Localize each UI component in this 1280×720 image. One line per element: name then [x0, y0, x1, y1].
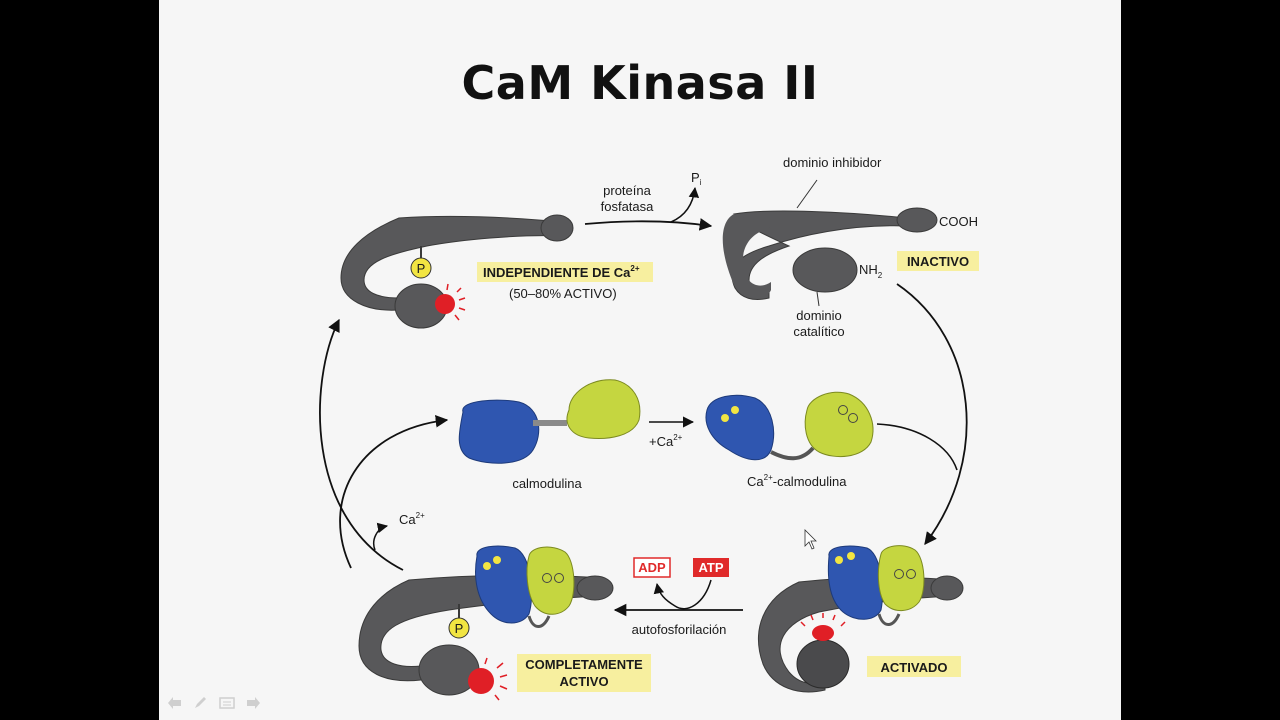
badge-inactivo-bg	[897, 251, 979, 271]
leader-dominio-catalitico	[816, 291, 820, 307]
label-adp: ADP	[638, 560, 666, 575]
slideshow-toolbar	[167, 694, 261, 712]
label-calmodulina: calmodulina	[512, 476, 582, 491]
pen-icon[interactable]	[193, 696, 209, 710]
kinase-independent	[340, 214, 574, 329]
slide: CaM Kinasa II dominio inhibidor COOH NH2…	[159, 0, 1121, 720]
label-pi: Pi	[691, 170, 702, 187]
label-plus-ca: +Ca2+	[649, 433, 683, 449]
label-proteina: proteína	[603, 183, 651, 198]
badge-completamente-bg	[517, 654, 651, 692]
active-site-independent	[435, 283, 466, 321]
arrow-atp-to-adp	[653, 579, 712, 610]
label-atp: ATP	[698, 560, 723, 575]
label-ca-release: Ca2+	[399, 511, 425, 527]
calmodulin-ca-bound	[705, 391, 874, 461]
badge-completamente: COMPLETAMENTE	[525, 657, 643, 672]
adp-box	[633, 557, 671, 578]
label-cooh: COOH	[939, 214, 978, 229]
mouse-cursor-icon	[804, 529, 817, 550]
phosphate-fully-active-label: P	[455, 621, 464, 636]
label-autofosforilacion: autofosforilación	[632, 622, 727, 637]
active-site-fully-active	[468, 657, 508, 701]
badge-activo: ACTIVO	[559, 674, 608, 689]
cam-kinase-diagram: dominio inhibidor COOH NH2 INACTIVO domi…	[319, 155, 979, 701]
arrow-to-independent	[319, 318, 404, 571]
label-dominio-inhibidor: dominio inhibidor	[783, 155, 882, 170]
label-nh2: NH2	[859, 262, 883, 280]
label-ca-calmodulina: Ca2+-calmodulina	[747, 473, 847, 489]
arrow-left-icon[interactable]	[167, 696, 183, 710]
arrow-phosphatase	[584, 218, 713, 231]
badge-independiente-bg	[477, 262, 653, 282]
label-dominio: dominio	[796, 308, 842, 323]
label-catalitico: catalítico	[793, 324, 844, 339]
slide-title: CaM Kinasa II	[461, 56, 819, 110]
kinase-inactive	[722, 207, 938, 301]
arrow-right-icon[interactable]	[245, 696, 261, 710]
arrow-ca-calmodulin-join	[876, 423, 958, 471]
active-site-activated	[800, 613, 846, 641]
label-fosfatasa: fosfatasa	[601, 199, 655, 214]
calmodulin-free	[458, 379, 641, 464]
badge-activado-bg	[867, 656, 961, 677]
arrow-calmodulin-release	[339, 415, 449, 569]
phosphate-independent	[410, 257, 432, 279]
phosphate-independent-label: P	[417, 261, 426, 276]
arrow-ca-release	[373, 522, 389, 551]
arrow-to-activated	[896, 283, 968, 546]
atp-box	[693, 558, 729, 577]
badge-independiente: INDEPENDIENTE DE Ca2+	[483, 264, 640, 280]
arrow-pi-release	[670, 186, 700, 223]
kinase-fully-active	[358, 545, 614, 696]
label-porcentaje: (50–80% ACTIVO)	[509, 286, 617, 301]
kinase-activated	[758, 545, 964, 693]
badge-inactivo: INACTIVO	[907, 254, 969, 269]
slides-icon[interactable]	[219, 696, 235, 710]
phosphate-fully-active	[448, 617, 470, 639]
leader-dominio-inhibidor	[796, 179, 818, 209]
badge-activado: ACTIVADO	[881, 660, 948, 675]
